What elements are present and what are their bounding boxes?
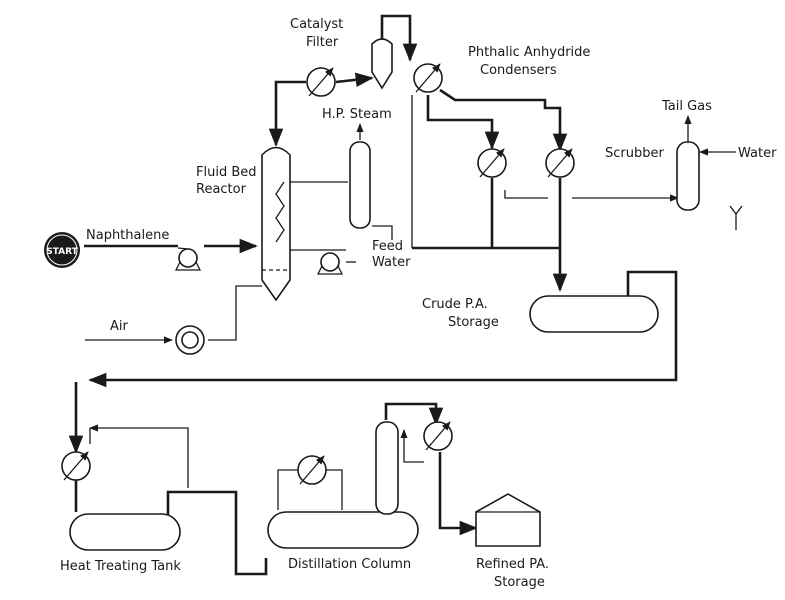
water-label: Water xyxy=(738,146,777,161)
product-to-storage xyxy=(438,452,478,536)
air-blower xyxy=(175,325,205,355)
distillation-column xyxy=(267,421,419,549)
naphthalene-label: Naphthalene xyxy=(86,228,169,243)
refined-pa-label-2: Storage xyxy=(494,575,545,590)
crude-pa-storage-tank xyxy=(529,295,659,333)
pa-condensers-label-2: Condensers xyxy=(480,63,557,78)
condenser-right xyxy=(545,148,575,178)
fluid-bed-label: Fluid Bed xyxy=(196,165,257,180)
steam-drum xyxy=(349,141,371,229)
refined-pa-label: Refined PA. xyxy=(476,557,549,572)
reflux-return-line xyxy=(400,429,424,463)
crude-pa-label-2: Storage xyxy=(448,315,499,330)
naphthalene-pump xyxy=(174,247,202,271)
scrubber-label: Scrubber xyxy=(605,146,664,161)
refined-pa-storage xyxy=(475,493,541,547)
heat-treating-tank xyxy=(69,513,181,551)
condenser-outlet-middle xyxy=(426,95,500,150)
crude-storage-outlet xyxy=(88,270,678,388)
fluid-bed-reactor xyxy=(261,146,291,302)
pa-condensers-label: Phthalic Anhydride xyxy=(468,45,590,60)
feed-water-return xyxy=(372,225,393,240)
main-condenser xyxy=(413,63,443,93)
reboiler-loop xyxy=(277,469,343,510)
feed-water-label-2: Water xyxy=(372,255,411,270)
tail-gas-label: Tail Gas xyxy=(661,99,712,114)
tank-to-column-line xyxy=(166,490,268,576)
vapor-to-scrubber-line xyxy=(504,190,548,199)
heat-treat-recycle xyxy=(89,424,189,488)
reboiler-exchanger xyxy=(297,455,327,485)
reactor-outlet-line xyxy=(268,80,306,147)
catalyst-heat-exchanger xyxy=(306,67,336,97)
scrubber xyxy=(676,141,700,211)
column-overhead-line xyxy=(384,402,444,426)
catalyst-filter xyxy=(371,38,393,90)
catalyst-filter-label-2: Filter xyxy=(306,35,339,50)
condenser-outlet-right xyxy=(439,88,568,152)
condenser-middle xyxy=(477,148,507,178)
start-label: START xyxy=(46,247,78,257)
hp-steam-label: H.P. Steam xyxy=(322,107,392,122)
crude-pa-label: Crude P.A. xyxy=(422,297,488,312)
feed-water-label: Feed xyxy=(372,239,403,254)
air-to-reactor-line xyxy=(208,285,262,341)
overhead-condenser xyxy=(423,421,453,451)
filter-to-condenser-line xyxy=(380,14,418,62)
start-button[interactable]: START xyxy=(44,232,80,268)
feed-water-pump xyxy=(316,252,344,275)
heat-treating-tank-label: Heat Treating Tank xyxy=(60,559,181,574)
filter-inlet-line xyxy=(335,72,374,88)
catalyst-filter-label: Catalyst xyxy=(290,17,343,32)
scrubber-drain xyxy=(729,205,743,230)
heat-treating-exchanger xyxy=(61,451,91,481)
fluid-bed-label-2: Reactor xyxy=(196,182,247,197)
distillation-column-label: Distillation Column xyxy=(288,557,411,572)
air-label: Air xyxy=(110,319,129,334)
